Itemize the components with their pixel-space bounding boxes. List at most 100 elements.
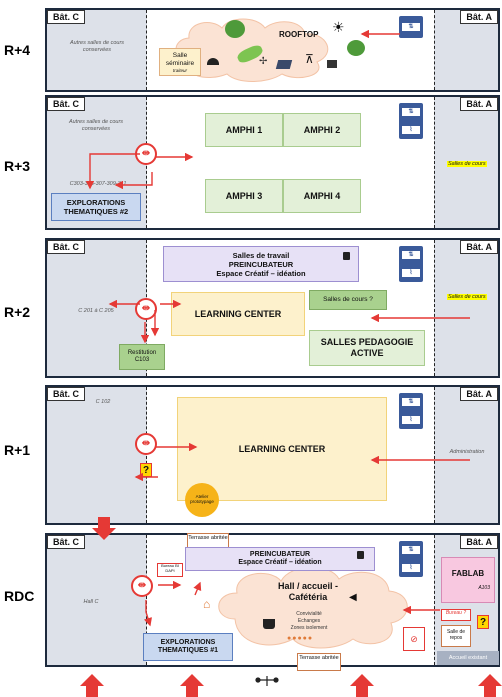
preincubateur-rdc: PREINCUBATEUR Espace Créatif – idéation — [185, 547, 375, 571]
building-a-r2: Bât. A Salles de cours — [434, 240, 498, 376]
elevator-stairs-icon-r4: ⇅ — [399, 16, 423, 38]
explorations-1: EXPLORATIONS THEMATIQUES #1 — [143, 633, 233, 661]
floor-plan-r2: Bât. C C 201 à C 205 Bât. A Salles de co… — [45, 238, 500, 378]
solar-panel-icon — [275, 60, 293, 69]
building-a-r1: Bât. A Administration — [434, 387, 498, 523]
amphi-3: AMPHI 3 — [205, 179, 283, 213]
convivialite-label: Convivialité — [296, 611, 322, 617]
drone-icon — [255, 676, 279, 686]
rooftop-label: ROOFTOP — [279, 30, 319, 39]
atelier-prototypage: Atelier prototypage — [185, 483, 219, 517]
espace-label: Espace Créatif – idéation — [238, 559, 322, 566]
salles-pedagogie: SALLES PEDAGOGIE ACTIVE — [309, 330, 425, 366]
fablab-room: FABLAB A103 — [441, 557, 495, 603]
c-note-r1: C 102 — [95, 399, 111, 405]
building-a-label: Bât. A — [460, 535, 498, 549]
stairs-icon: ⌇ — [402, 126, 420, 134]
c-note-r3: Autres salles de cours conservées — [68, 119, 124, 133]
hall-notes: Convivialité Echanges Zones isolement — [279, 611, 339, 631]
c-note-r4: Autres salles de cours conservées — [69, 40, 125, 54]
no-elevator-icon: ⇹ — [131, 575, 153, 597]
preincubateur-r2: Salles de travail PREINCUBATEUR Espace C… — [163, 246, 359, 282]
no-elevator-icon: ⇹ — [135, 143, 157, 165]
c-note-r2: C 201 à C 205 — [78, 308, 114, 314]
coffee-cup-icon — [263, 619, 275, 629]
wind-turbine-icon: ✢ — [259, 56, 268, 67]
building-c-label: Bât. C — [47, 535, 86, 549]
building-a-r4: Bât. A — [434, 10, 498, 90]
floor-label-rdc: RDC — [4, 588, 35, 604]
salles-cours-q: Salles de cours ? — [309, 290, 387, 310]
salle-repos: Salle de repos — [441, 625, 471, 647]
bench-icon — [327, 60, 337, 68]
building-a-label: Bât. A — [460, 240, 498, 254]
elevator-stairs-icon-rdc: ⇅ ⌇ — [399, 541, 423, 577]
c-rooms-r3: C303-305-307-309-311 — [69, 181, 127, 187]
echanges-label: Echanges — [297, 617, 321, 624]
building-a-label: Bât. A — [460, 97, 498, 111]
building-c-label: Bât. C — [47, 240, 86, 254]
dome-icon — [207, 58, 219, 65]
stairs-icon: ⌇ — [402, 564, 420, 572]
a-note-rdc: A103 — [478, 584, 490, 591]
restitution-room: Restitution C103 — [119, 344, 165, 370]
preincubateur-label: PREINCUBATEUR — [228, 259, 294, 269]
preincubateur-label: PREINCUBATEUR — [249, 550, 311, 558]
a-note-r2: Salles de cours — [447, 294, 487, 300]
people-group-icon: ●●●●● — [287, 635, 314, 642]
floor-label-r1: R+1 — [4, 442, 31, 458]
travail-label: Salles de travail — [232, 250, 290, 260]
no-elevator-icon: ⇹ — [135, 433, 157, 455]
a-note-r1: Administration — [449, 449, 485, 455]
floor-plan-r4: Bât. C Autres salles de cours conservées… — [45, 8, 500, 92]
espace-label: Espace Créatif – idéation — [216, 268, 306, 278]
terrasse-bottom: Terrasse abritée — [297, 653, 341, 671]
entrance-arrow-icon — [350, 674, 374, 697]
floor-label-r3: R+3 — [4, 158, 31, 174]
floor-plan-rdc: Bât. C Hall C Bât. A Terrasse abritée PR… — [45, 533, 500, 671]
amphi-4: AMPHI 4 — [283, 179, 361, 213]
stairs-icon: ⌇ — [402, 269, 420, 277]
amphi-1: AMPHI 1 — [205, 113, 283, 147]
fablab-label: FABLAB — [451, 569, 485, 579]
elevator-icon: ⇅ — [402, 546, 420, 554]
building-c-label: Bât. C — [47, 97, 86, 111]
floor-plan-r1: Bât. C C 102 Bât. A Administration LEARN… — [45, 385, 500, 525]
bureau-bdc: Bureau BI DAPI — [157, 563, 183, 577]
question-warning-icon: ? — [477, 615, 489, 629]
learning-center-r2: LEARNING CENTER — [171, 292, 305, 336]
hall-label: Hall / accueil - Cafétéria — [277, 581, 339, 602]
elevator-icon: ⇅ — [402, 108, 420, 116]
elevator-icon: ⇅ — [402, 251, 420, 259]
building-c-r1: Bât. C C 102 — [47, 387, 147, 523]
building-a-label: Bât. A — [460, 387, 498, 401]
speaker-icon: ◀ — [349, 592, 357, 603]
elevator-stairs-icon-r1: ⇅ ⌇ — [399, 393, 423, 429]
meeting-table-icon: ⌂ — [203, 597, 211, 611]
lock-icon — [357, 551, 364, 559]
isolement-label: Zones isolement — [290, 624, 328, 631]
accueil-existant: Accueil existant — [437, 651, 499, 665]
tree-icon — [225, 20, 245, 38]
amphi-2: AMPHI 2 — [283, 113, 361, 147]
c-note-rdc: Hall C — [83, 599, 99, 605]
director-chair-icon: ⊼ — [305, 52, 314, 66]
lock-icon — [343, 252, 350, 260]
a-note-r3: Salles de cours — [447, 161, 487, 167]
no-access-icon: ⊘ — [403, 627, 425, 651]
elevator-icon: ⇅ — [402, 398, 420, 406]
entrance-arrow-icon — [478, 674, 502, 697]
entrance-arrow-icon — [80, 674, 104, 697]
bureau-q: Bureau ? — [441, 609, 471, 621]
building-a-r3: Bât. A Salles de cours — [434, 97, 498, 228]
entrance-arrow-icon — [180, 674, 204, 697]
floor-plan-r3: Bât. C Autres salles de cours conservées… — [45, 95, 500, 230]
traiteur-label: traiteur — [172, 67, 187, 73]
question-warning-icon: ? — [140, 463, 152, 477]
seminaire-room: Salle séminaire traiteur — [159, 48, 201, 76]
explorations-2: EXPLORATIONS THEMATIQUES #2 — [51, 193, 141, 221]
building-c-label: Bât. C — [47, 10, 86, 24]
no-elevator-icon: ⇹ — [135, 298, 157, 320]
sun-icon: ☀ — [332, 19, 345, 35]
elevator-stairs-icon-r2: ⇅ ⌇ — [399, 246, 423, 282]
